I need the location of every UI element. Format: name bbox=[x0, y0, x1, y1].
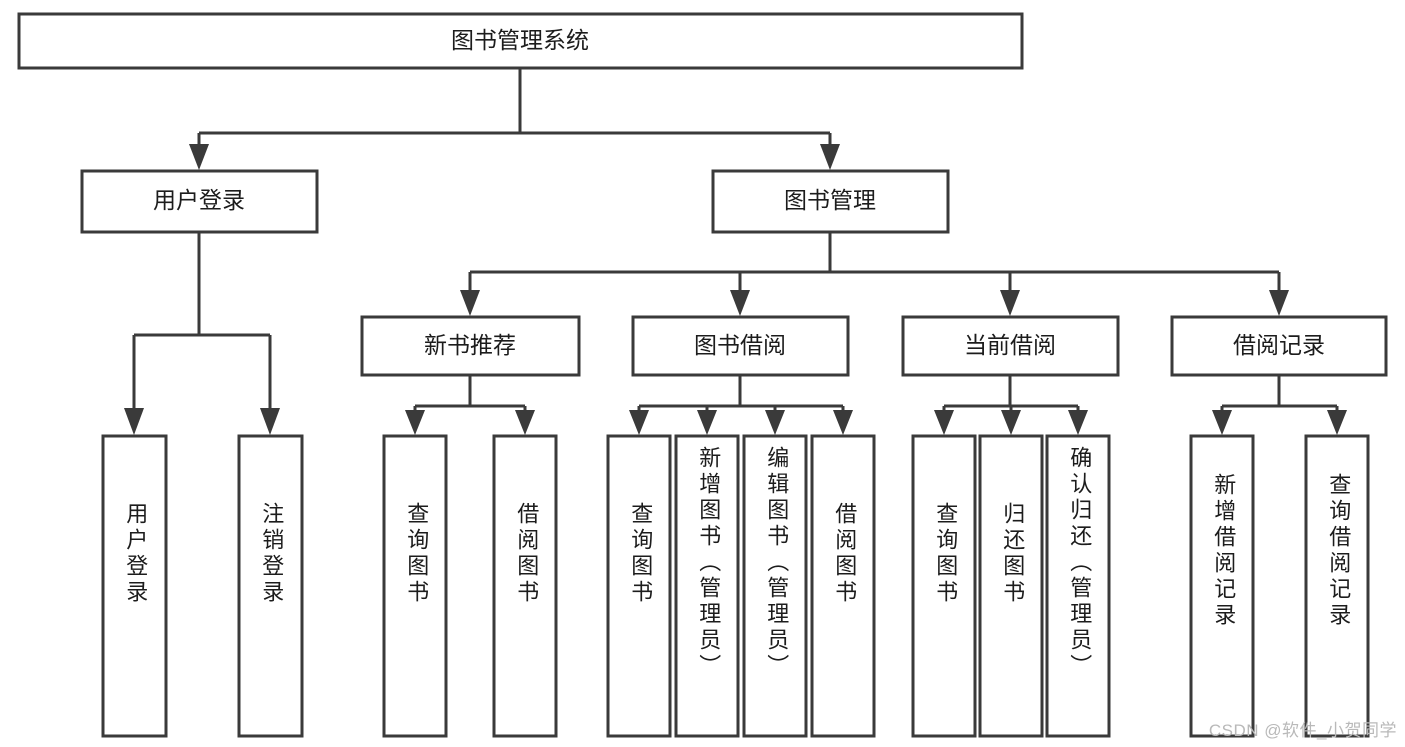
arrow-head-icon bbox=[820, 144, 840, 170]
arrow-head-icon bbox=[189, 144, 209, 170]
node-leaf-query-book-2[interactable]: 查询图书 bbox=[606, 434, 672, 738]
connector-new-book-recommend-to-leaves bbox=[405, 375, 535, 435]
connector-book-management-to-level3 bbox=[460, 232, 1289, 316]
node-borrow-record-box[interactable] bbox=[1170, 315, 1388, 377]
arrow-head-icon bbox=[629, 410, 649, 435]
node-leaf-return-book[interactable]: 归还图书 bbox=[978, 434, 1044, 738]
node-leaf-box[interactable] bbox=[1045, 434, 1111, 738]
node-root-box[interactable] bbox=[17, 12, 1024, 70]
node-new-book-recommend-box[interactable] bbox=[360, 315, 581, 377]
arrow-head-icon bbox=[515, 410, 535, 435]
node-new-book-recommend[interactable]: 新书推荐 bbox=[360, 315, 581, 377]
node-leaf-query-book-2-label: 查询图书 bbox=[628, 502, 653, 606]
node-leaf-box[interactable] bbox=[911, 434, 977, 738]
node-leaf-box[interactable] bbox=[1304, 434, 1370, 738]
node-leaf-user-logout[interactable]: 注销登录 bbox=[237, 434, 304, 738]
node-leaf-add-borrow-record[interactable]: 新增借阅记录 bbox=[1189, 434, 1255, 738]
node-leaf-query-book-3[interactable]: 查询图书 bbox=[911, 434, 977, 738]
arrow-head-icon bbox=[697, 410, 717, 435]
node-leaf-add-book-admin-label: 新增图书（管理员） bbox=[696, 446, 721, 680]
node-leaf-borrow-book-1[interactable]: 借阅图书 bbox=[492, 434, 558, 738]
node-leaf-query-book-1[interactable]: 查询图书 bbox=[382, 434, 448, 738]
node-leaf-user-login-label: 用户登录 bbox=[123, 502, 148, 606]
node-book-management-label: 图书管理 bbox=[784, 187, 876, 213]
connector-user-login-to-leaves bbox=[124, 232, 280, 435]
node-book-borrow-box[interactable] bbox=[631, 315, 850, 377]
arrow-head-icon bbox=[124, 408, 144, 435]
node-current-borrow-label: 当前借阅 bbox=[964, 332, 1056, 358]
node-leaf-box[interactable] bbox=[382, 434, 448, 738]
arrow-head-icon bbox=[1001, 410, 1021, 435]
connector-borrow-record-to-leaves bbox=[1212, 375, 1347, 435]
arrow-head-icon bbox=[1212, 410, 1232, 435]
node-leaf-borrow-book-1-label: 借阅图书 bbox=[514, 502, 539, 606]
arrow-head-icon bbox=[260, 408, 280, 435]
arrow-head-icon bbox=[730, 290, 750, 316]
node-current-borrow-box[interactable] bbox=[901, 315, 1120, 377]
node-new-book-recommend-label: 新书推荐 bbox=[424, 332, 516, 358]
node-leaf-box[interactable] bbox=[492, 434, 558, 738]
arrow-head-icon bbox=[1068, 410, 1088, 435]
node-book-borrow-label: 图书借阅 bbox=[694, 332, 786, 358]
node-book-management[interactable]: 图书管理 bbox=[711, 169, 950, 234]
node-leaf-add-book-admin[interactable]: 新增图书（管理员） bbox=[674, 434, 740, 738]
node-current-borrow[interactable]: 当前借阅 bbox=[901, 315, 1120, 377]
node-root[interactable]: 图书管理系统 bbox=[17, 12, 1024, 70]
node-leaf-query-borrow-record[interactable]: 查询借阅记录 bbox=[1304, 434, 1370, 738]
node-user-login-box[interactable] bbox=[80, 169, 319, 234]
node-leaf-box[interactable] bbox=[742, 434, 808, 738]
node-leaf-confirm-return-admin[interactable]: 确认归还（管理员） bbox=[1045, 434, 1111, 738]
node-book-management-box[interactable] bbox=[711, 169, 950, 234]
node-leaf-edit-book-admin[interactable]: 编辑图书（管理员） bbox=[742, 434, 808, 738]
node-leaf-box[interactable] bbox=[237, 434, 304, 738]
node-leaf-query-borrow-record-label: 查询借阅记录 bbox=[1326, 473, 1351, 629]
arrow-head-icon bbox=[934, 410, 954, 435]
arrow-head-icon bbox=[1269, 290, 1289, 316]
node-user-login-label: 用户登录 bbox=[153, 187, 245, 213]
node-leaf-add-borrow-record-label: 新增借阅记录 bbox=[1211, 473, 1236, 629]
node-root-label: 图书管理系统 bbox=[451, 27, 589, 53]
node-leaf-borrow-book-2[interactable]: 借阅图书 bbox=[810, 434, 876, 738]
connector-current-borrow-to-leaves bbox=[934, 375, 1088, 435]
arrow-head-icon bbox=[765, 410, 785, 435]
node-leaf-box[interactable] bbox=[101, 434, 168, 738]
node-leaf-query-book-3-label: 查询图书 bbox=[933, 502, 958, 606]
arrow-head-icon bbox=[1327, 410, 1347, 435]
node-leaf-return-book-label: 归还图书 bbox=[1000, 502, 1025, 606]
node-user-login[interactable]: 用户登录 bbox=[80, 169, 319, 234]
arrow-head-icon bbox=[1000, 290, 1020, 316]
connector-book-borrow-to-leaves bbox=[629, 375, 853, 435]
node-borrow-record-label: 借阅记录 bbox=[1233, 332, 1325, 358]
node-borrow-record[interactable]: 借阅记录 bbox=[1170, 315, 1388, 377]
arrow-head-icon bbox=[460, 290, 480, 316]
arrow-head-icon bbox=[405, 410, 425, 435]
node-leaf-box[interactable] bbox=[606, 434, 672, 738]
node-leaf-box[interactable] bbox=[1189, 434, 1255, 738]
node-leaf-edit-book-admin-label: 编辑图书（管理员） bbox=[764, 446, 789, 680]
node-leaf-box[interactable] bbox=[810, 434, 876, 738]
node-leaf-borrow-book-2-label: 借阅图书 bbox=[832, 502, 857, 606]
node-leaf-user-login[interactable]: 用户登录 bbox=[101, 434, 168, 738]
connector-root-to-level2 bbox=[189, 68, 840, 170]
node-leaf-confirm-return-admin-label: 确认归还（管理员） bbox=[1067, 446, 1092, 680]
node-leaf-query-book-1-label: 查询图书 bbox=[404, 502, 429, 606]
node-leaf-box[interactable] bbox=[674, 434, 740, 738]
node-leaf-user-logout-label: 注销登录 bbox=[259, 502, 284, 606]
arrow-head-icon bbox=[833, 410, 853, 435]
node-book-borrow[interactable]: 图书借阅 bbox=[631, 315, 850, 377]
node-leaf-box[interactable] bbox=[978, 434, 1044, 738]
